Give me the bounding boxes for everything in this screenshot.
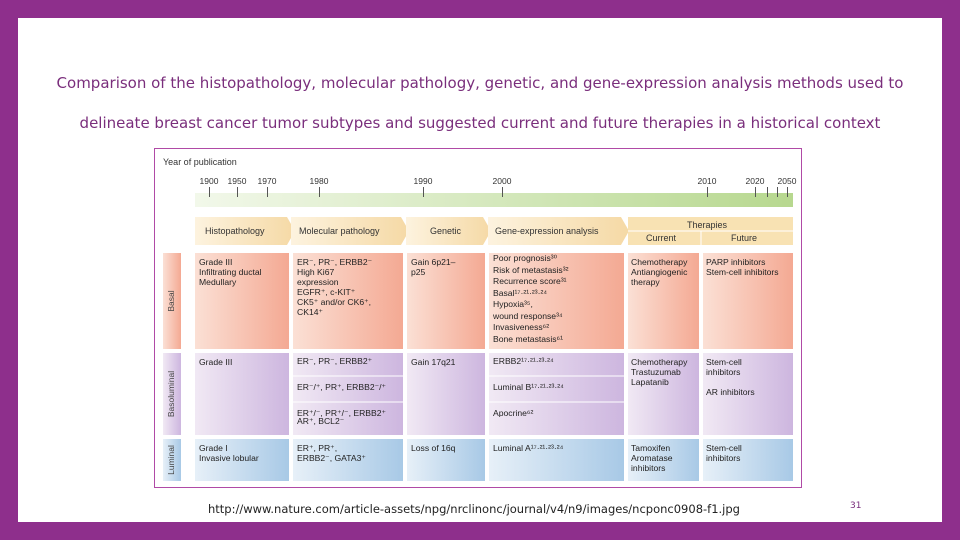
slide-title-line-1: Comparison of the histopathology, molecu… [56, 74, 904, 92]
luminal-histopathology: Grade I Invasive lobular [199, 443, 259, 463]
header-genetic: Genetic [430, 226, 462, 236]
year-label: 2010 [697, 176, 717, 186]
luminal-gene-expression: Luminal A¹⁷·²¹·²³·²⁴ [493, 443, 564, 453]
basoluminal-current-therapy: Chemotherapy Trastuzumab Lapatanib [631, 357, 688, 387]
year-tick [237, 187, 238, 197]
year-tick [502, 187, 503, 197]
year-label: 1950 [227, 176, 247, 186]
row-label-luminal: Luminal [166, 445, 176, 475]
year-label: 2000 [492, 176, 512, 186]
basoluminal-gene-expression: ERBB2¹⁷·²¹·²³·²⁴ Luminal B¹⁷·²¹·²³·²⁴ Ap… [493, 357, 564, 418]
header-therapies: Therapies [687, 220, 728, 230]
year-label: 1900 [199, 176, 219, 186]
year-label: 1970 [257, 176, 277, 186]
header-gene-expression: Gene-expression analysis [495, 226, 599, 236]
year-label: 1990 [413, 176, 433, 186]
basoluminal-histopathology: Grade III [199, 357, 233, 367]
basal-molecular: ER⁻, PR⁻, ERBB2⁻ High Ki67 expression EG… [297, 257, 373, 317]
basal-current-therapy: Chemotherapy Antiangiogenic therapy [631, 257, 688, 287]
subtype-comparison-figure: Year of publication 1900 1950 1970 1980 … [154, 148, 802, 488]
year-tick [209, 187, 210, 197]
year-tick [755, 187, 756, 197]
year-tick [767, 187, 768, 197]
header-future: Future [731, 233, 758, 243]
header-current: Current [646, 233, 677, 243]
year-label: 2020 [745, 176, 765, 186]
luminal-current-therapy: Tamoxifen Aromatase inhibitors [631, 443, 673, 473]
basoluminal-future-therapy: Stem-cell inhibitors AR inhibitors [706, 357, 755, 397]
header-histopathology: Histopathology [205, 226, 265, 236]
year-tick [787, 187, 788, 197]
header-arrow-genetic [406, 217, 491, 245]
luminal-molecular: ER⁺, PR⁺, ERBB2⁻, GATA3⁺ [297, 443, 366, 463]
header-arrow-histopathology [195, 217, 295, 245]
basoluminal-genetic: Gain 17q21 [411, 357, 456, 367]
page-number: 31 [850, 501, 862, 511]
timeline-bar [195, 193, 793, 207]
year-label: 1980 [309, 176, 329, 186]
year-tick [707, 187, 708, 197]
luminal-genetic: Loss of 16q [411, 443, 456, 453]
row-label-basoluminal: Basoluminal [166, 370, 176, 418]
figure-graphics [163, 193, 793, 481]
year-tick [319, 187, 320, 197]
basal-future-therapy: PARP inhibitors Stem-cell inhibitors [706, 257, 779, 277]
header-molecular-pathology: Molecular pathology [299, 226, 380, 236]
slide: Comparison of the histopathology, molecu… [18, 18, 942, 522]
header-arrow-molecular [291, 217, 409, 245]
source-link[interactable]: http://www.nature.com/article-assets/npg… [208, 502, 740, 516]
axis-label: Year of publication [163, 157, 237, 167]
year-label: 2050 [777, 176, 797, 186]
basoluminal-molecular: ER⁻, PR⁻, ERBB2⁺ ER⁻/⁺, PR⁺, ERBB2⁻/⁺ ER… [297, 357, 387, 426]
year-tick [267, 187, 268, 197]
header-arrow-gene-expression [488, 217, 629, 245]
year-tick [777, 187, 778, 197]
year-tick [423, 187, 424, 197]
row-label-basal: Basal [166, 290, 176, 312]
slide-title-line-2: delineate breast cancer tumor subtypes a… [79, 114, 881, 132]
luminal-future-therapy: Stem-cell inhibitors [706, 443, 742, 463]
basal-histopathology: Grade III Infiltrating ductal Medullary [199, 257, 262, 287]
basal-gene-expression: Poor prognosis³⁰ Risk of metastasis³² Re… [493, 253, 569, 344]
basal-genetic: Gain 6p21– p25 [411, 257, 456, 277]
